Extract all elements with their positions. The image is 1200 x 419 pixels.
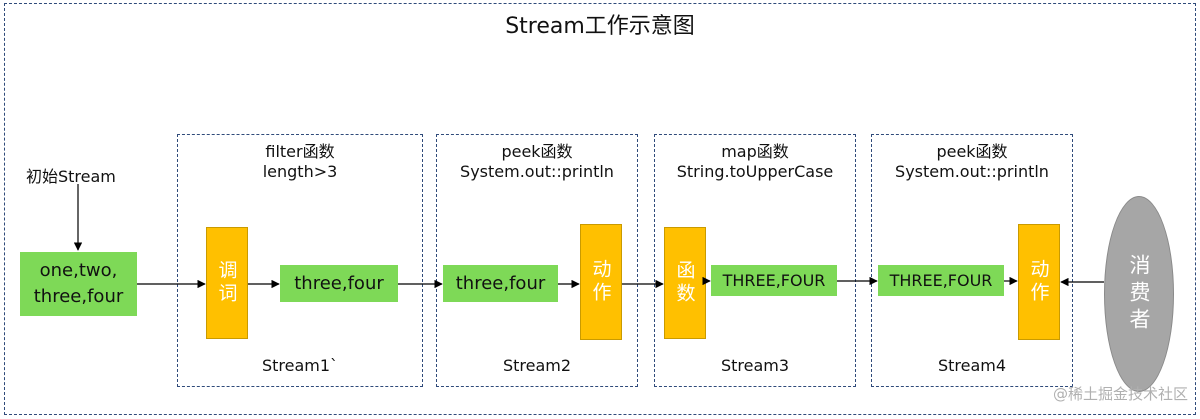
stage-filter-name: Stream1` — [261, 356, 339, 375]
initial-elements-line2: three,four — [33, 286, 124, 307]
stage-filter-arg: length>3 — [262, 162, 338, 181]
peeked-upper-elements: THREE,FOUR — [878, 265, 1004, 296]
stage-map-name: Stream3 — [720, 356, 790, 375]
stage-peek-1-arg: System.out::println — [460, 162, 614, 181]
stage-map-title: map函数 String.toUpperCase — [654, 142, 856, 182]
predicate-block: 调词 — [206, 227, 248, 339]
watermark: @稀土掘金技术社区 — [1052, 385, 1188, 403]
stage-peek-2-arg: System.out::println — [895, 162, 1049, 181]
stage-filter — [177, 134, 423, 387]
stage-peek-2-op: peek函数 — [936, 142, 1008, 161]
initial-stream-label: 初始Stream — [26, 167, 116, 186]
stage-peek-1 — [436, 134, 638, 387]
consumer-label: 消费者 — [1127, 253, 1151, 335]
stage-peek-1-title: peek函数 System.out::println — [436, 142, 638, 182]
initial-stream-elements: one,two, three,four — [20, 252, 137, 316]
stage-map-op: map函数 — [721, 142, 789, 161]
diagram-title: Stream工作示意图 — [505, 14, 695, 39]
initial-elements-line1: one,two, — [39, 260, 118, 281]
stage-peek-2-title: peek函数 System.out::println — [871, 142, 1073, 182]
action-block-2-label: 动作 — [1027, 259, 1050, 305]
action-block-2: 动作 — [1018, 224, 1060, 340]
stage-peek-2 — [871, 134, 1073, 387]
function-block: 函数 — [664, 227, 706, 339]
stage-map — [654, 134, 856, 387]
stage-map-arg: String.toUpperCase — [676, 162, 834, 181]
action-block-1: 动作 — [580, 224, 622, 340]
stage-filter-title: filter函数 length>3 — [177, 142, 423, 182]
function-block-label: 函数 — [673, 260, 696, 306]
peeked-elements: three,four — [443, 265, 558, 302]
stage-peek-1-op: peek函数 — [501, 142, 573, 161]
stage-peek-1-name: Stream2 — [502, 356, 572, 375]
action-block-1-label: 动作 — [589, 259, 612, 305]
stage-filter-op: filter函数 — [265, 142, 335, 161]
diagram-frame — [4, 3, 1196, 415]
filtered-elements: three,four — [280, 265, 398, 302]
consumer-node: 消费者 — [1104, 196, 1174, 392]
mapped-elements: THREE,FOUR — [711, 265, 837, 296]
stage-peek-2-name: Stream4 — [937, 356, 1007, 375]
predicate-block-label: 调词 — [215, 260, 238, 306]
